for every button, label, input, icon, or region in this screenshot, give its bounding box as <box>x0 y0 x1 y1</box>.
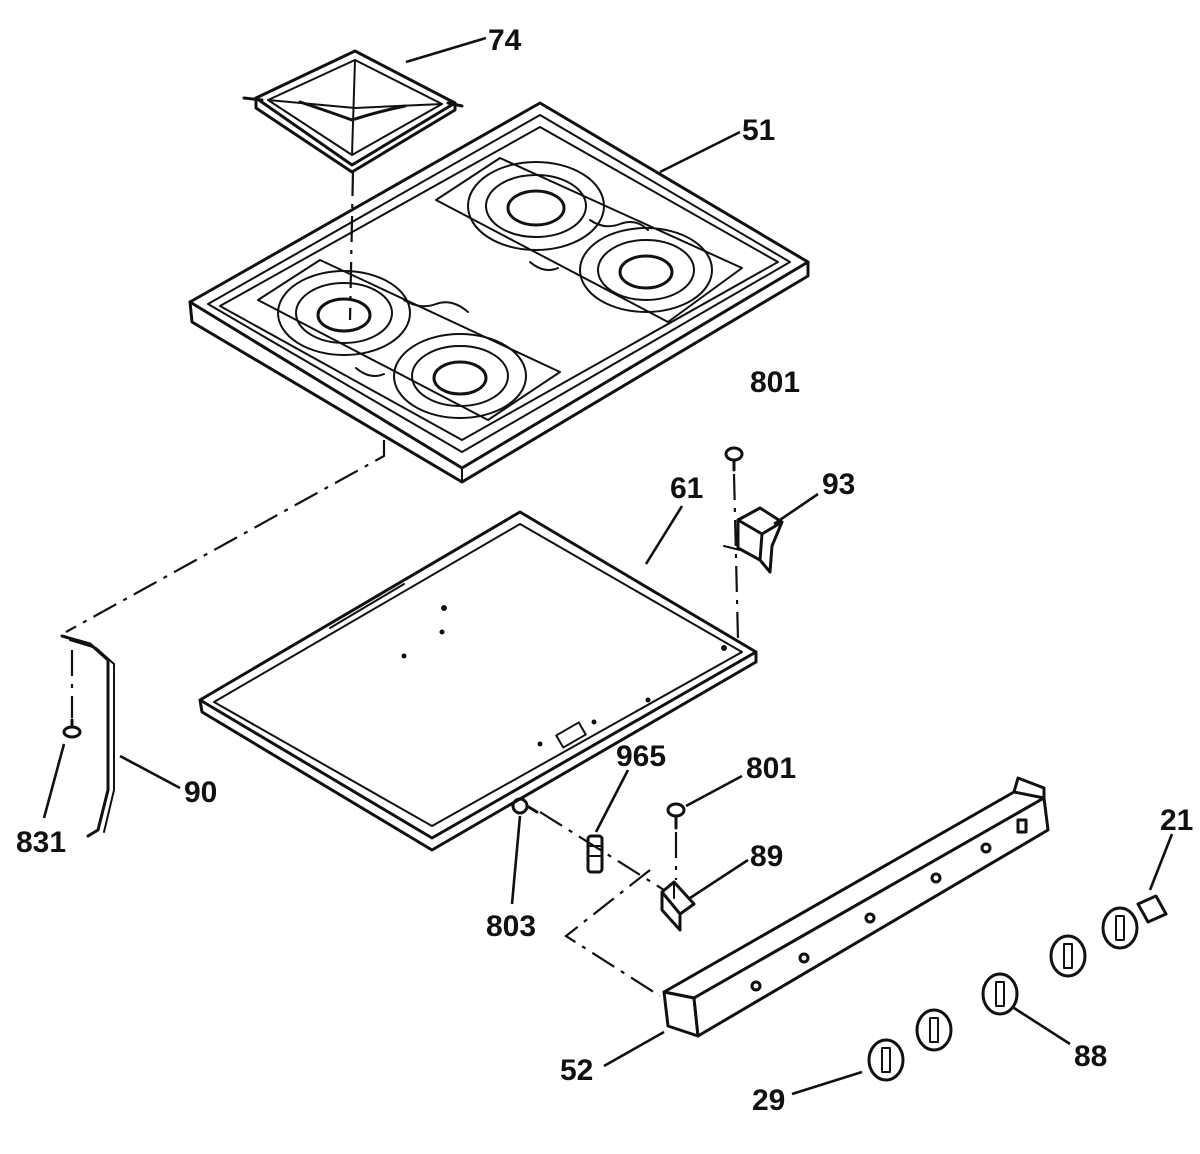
label-90: 90 <box>184 776 217 809</box>
burner-rear-right <box>467 161 605 251</box>
screw-801-top <box>724 446 744 472</box>
leader-lines <box>42 36 1174 1096</box>
insert-21 <box>1136 894 1168 924</box>
label-803: 803 <box>486 910 536 943</box>
screw-803 <box>511 797 539 815</box>
label-61: 61 <box>670 472 703 505</box>
burner-rear-left <box>277 270 411 356</box>
bracket-89 <box>660 880 696 932</box>
label-965: 965 <box>616 740 666 773</box>
burner-front-left <box>393 333 527 419</box>
knob-4 <box>1049 934 1087 978</box>
label-52: 52 <box>560 1054 593 1087</box>
knob-29 <box>867 1038 905 1082</box>
label-74: 74 <box>488 24 522 57</box>
centerlines <box>65 169 740 997</box>
knob-2 <box>915 1008 953 1052</box>
label-29: 29 <box>752 1084 785 1117</box>
label-21: 21 <box>1160 804 1193 837</box>
cooktop-51 <box>188 101 810 484</box>
label-89: 89 <box>750 840 783 873</box>
label-93: 93 <box>822 468 855 501</box>
screw-831 <box>62 718 82 739</box>
bracket-93 <box>723 506 784 574</box>
manifold-panel-52 <box>662 776 1050 1038</box>
knob-88 <box>981 972 1019 1016</box>
clip-965 <box>586 834 604 874</box>
callout-labels: 74 51 801 93 61 965 801 90 831 803 89 21… <box>16 24 1193 1117</box>
label-801-top: 801 <box>750 366 800 399</box>
label-88: 88 <box>1074 1040 1107 1073</box>
label-51: 51 <box>742 114 775 147</box>
label-801-mid: 801 <box>746 752 796 785</box>
rod-90 <box>60 634 115 838</box>
burner-box-61 <box>198 510 758 852</box>
burner-grate-74 <box>242 49 464 174</box>
label-831: 831 <box>16 826 66 859</box>
knob-5 <box>1101 906 1139 950</box>
screw-801-mid <box>666 802 686 830</box>
